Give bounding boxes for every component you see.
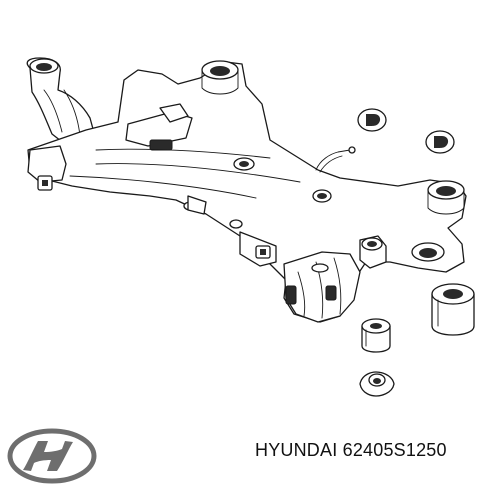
bushing-large — [431, 283, 475, 336]
mount-washer — [359, 371, 395, 397]
part-number: 62405S1250 — [342, 440, 447, 460]
brand-label: HYUNDAI — [255, 440, 338, 460]
grommet-d-1 — [357, 108, 387, 132]
hyundai-logo-icon — [7, 428, 97, 484]
bushing-small — [361, 318, 391, 353]
caption: HYUNDAI 62405S1250 — [255, 440, 447, 461]
subframe-drawing — [26, 57, 467, 323]
grommet-d-2 — [425, 130, 455, 154]
